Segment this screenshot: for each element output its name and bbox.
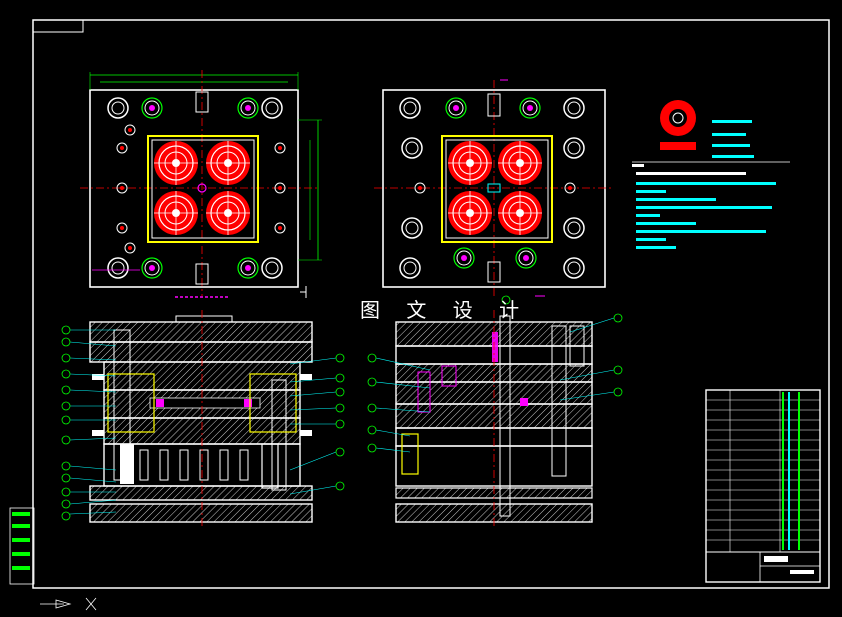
section-a-leaders bbox=[69, 329, 337, 515]
section-b-leaders bbox=[375, 317, 615, 453]
plan-view-left bbox=[80, 70, 322, 298]
product-gear-icon bbox=[660, 100, 696, 150]
margin-stamp bbox=[9, 507, 35, 585]
top-left-title-box bbox=[32, 19, 84, 33]
section-view-b bbox=[395, 310, 593, 528]
projection-symbol bbox=[40, 597, 97, 611]
product-info-lines bbox=[712, 120, 754, 158]
sheet-border bbox=[32, 19, 830, 589]
technical-notes bbox=[632, 161, 790, 249]
watermark-text: 图 文 设 计 bbox=[360, 298, 530, 322]
title-block bbox=[705, 389, 821, 583]
section-view-a bbox=[89, 310, 313, 528]
plan-view-right bbox=[374, 79, 612, 297]
